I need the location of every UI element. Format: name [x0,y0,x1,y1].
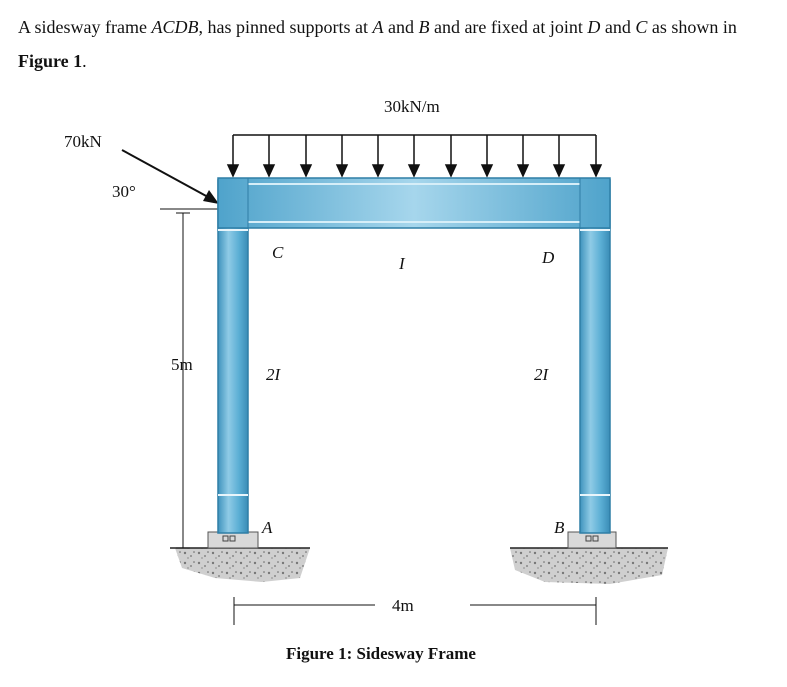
distributed-load-arrows [226,134,603,178]
right-column-inertia-label: 2I [534,365,549,384]
left-column-inertia-label: 2I [266,365,281,384]
figure-reference: Figure 1 [18,51,83,71]
ground-right [510,547,668,584]
height-dimension-line [176,212,190,549]
beam-inertia-label: I [399,254,405,273]
span-label: 4m [392,596,414,615]
distributed-load-label: 30kN/m [384,97,440,116]
span-dimension-line [233,597,597,625]
support-b-label: B [554,518,565,537]
angle-label: 30° [112,182,136,201]
joint-d-label: D [542,248,555,267]
left-column [217,179,249,534]
point-load-label: 70kN [64,132,102,151]
problem-statement: A sidesway frame ACDB, has pinned suppor… [18,17,737,71]
joint-c-label: C [272,243,284,262]
support-plate-a [207,531,259,549]
height-label: 5m [171,355,193,374]
support-bolts [222,535,599,542]
ground-left [170,547,310,582]
beam [217,177,611,229]
frame-name: ACDB [151,17,199,37]
figure-caption: Figure 1: Sidesway Frame [286,644,476,663]
point-load-arrow [121,149,219,204]
support-plate-b [567,531,617,549]
right-column [579,179,611,534]
support-a-label: A [262,518,273,537]
